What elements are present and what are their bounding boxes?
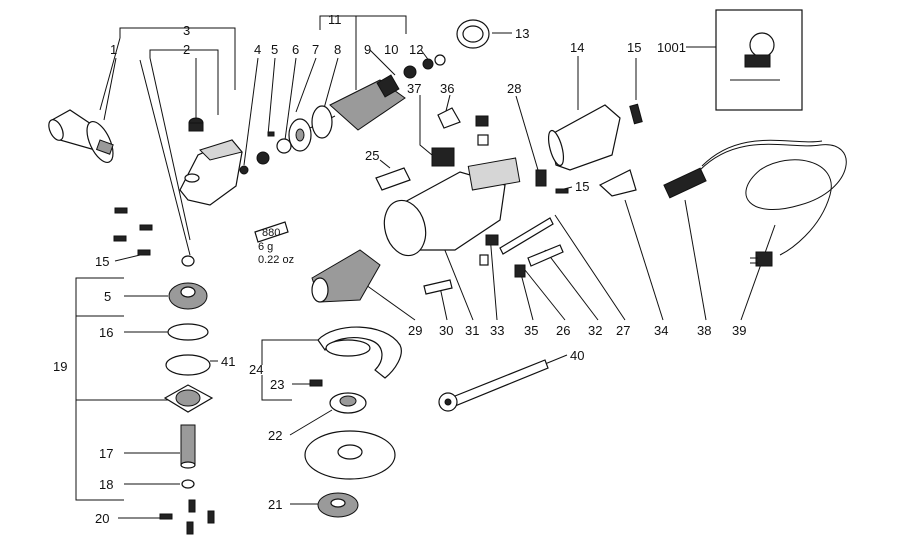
screw-15-top: [629, 103, 643, 125]
label-33: 33: [490, 323, 504, 338]
label-1: 1: [110, 42, 117, 57]
o-ring-16: [167, 323, 209, 341]
label-25: [375, 167, 411, 191]
rear-cover: [547, 104, 621, 171]
label-30: 30: [439, 323, 453, 338]
gear-housing: [179, 139, 243, 206]
label-9: 9: [364, 42, 371, 57]
label-3: 3: [183, 23, 190, 38]
label-1001: 1001: [657, 40, 686, 55]
inset-1001: [715, 9, 803, 111]
bearing-flange: [163, 384, 214, 413]
switch-block: [431, 107, 489, 167]
loose-screws: [113, 207, 195, 267]
flange-22: [329, 392, 367, 414]
stator: [311, 249, 381, 303]
ring-18: [181, 479, 195, 489]
label-37: 37: [407, 81, 421, 96]
wrench: [438, 359, 549, 412]
power-cable: [598, 139, 847, 267]
bevel-gear: [168, 282, 208, 310]
label-24: 24: [249, 362, 263, 377]
label-35: 35: [524, 323, 538, 338]
label-21: 21: [268, 497, 282, 512]
label-8: 8: [334, 42, 341, 57]
motor-housing: [383, 157, 521, 257]
label-15-mid: 15: [575, 179, 589, 194]
grease-tube: 880 6 g 0.22 oz: [254, 221, 294, 266]
label-12: 12: [409, 42, 423, 57]
label-27: 27: [616, 323, 630, 338]
screw-23: [309, 379, 323, 387]
label-41: 41: [221, 354, 235, 369]
label-36: 36: [440, 81, 454, 96]
label-20: 20: [95, 511, 109, 526]
label-25: 25: [365, 148, 379, 163]
label-23: 23: [270, 377, 284, 392]
label-34: 34: [654, 323, 668, 338]
label-2: 2: [183, 42, 190, 57]
label-38: 38: [697, 323, 711, 338]
o-ring-41: [165, 354, 211, 376]
small-lower-parts: [423, 169, 569, 295]
label-5: 5: [104, 289, 111, 304]
grinding-wheel: [304, 430, 396, 480]
label-11: 11: [328, 12, 342, 27]
label-7: 7: [312, 42, 319, 57]
wheel-guard: [317, 326, 402, 379]
label-15-left: 15: [95, 254, 109, 269]
label-15-top: 15: [627, 40, 641, 55]
label-26: 26: [556, 323, 570, 338]
magnet-ring: [456, 19, 490, 49]
label-13: 13: [515, 26, 529, 41]
grease-weight-g: 6 g: [258, 241, 273, 253]
label-5-top: 5: [271, 42, 278, 57]
label-10: 10: [384, 42, 398, 57]
screws-20: [159, 499, 215, 535]
grease-code: 880: [262, 227, 280, 239]
label-18: 18: [99, 477, 113, 492]
label-17: 17: [99, 446, 113, 461]
label-6: 6: [292, 42, 299, 57]
armature: [309, 74, 406, 139]
label-22: 22: [268, 428, 282, 443]
spindle: [180, 424, 196, 469]
label-14: 14: [570, 40, 584, 55]
nut-21: [317, 492, 359, 518]
part-labels: 3 1 2 4 5 6 7 8 11 9 10 12 13 14 15 1001…: [53, 12, 746, 526]
label-40: 40: [570, 348, 584, 363]
grease-weight-oz: 0.22 oz: [258, 254, 294, 266]
label-32: 32: [588, 323, 602, 338]
leader-lines: [75, 15, 776, 519]
label-28: 28: [507, 81, 521, 96]
label-4: 4: [254, 42, 261, 57]
label-39: 39: [732, 323, 746, 338]
label-31: 31: [465, 323, 479, 338]
small-fittings: [239, 118, 312, 175]
label-19: 19: [53, 359, 67, 374]
cap-part: [188, 117, 204, 132]
bearings: [403, 54, 446, 79]
label-29: 29: [408, 323, 422, 338]
side-handle: [48, 109, 114, 163]
label-16: 16: [99, 325, 113, 340]
